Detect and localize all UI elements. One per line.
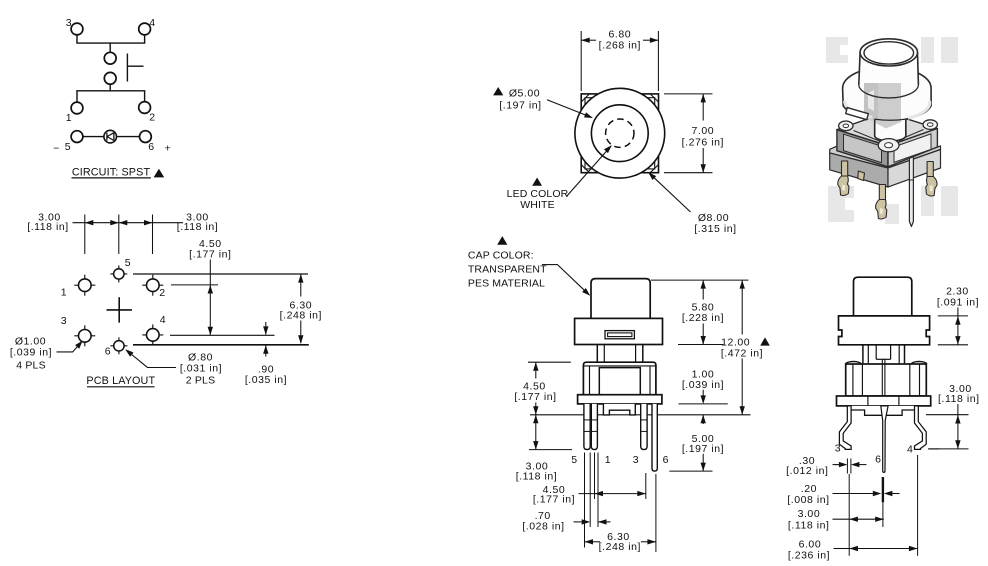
svg-text:3.00: 3.00 [186,211,209,223]
svg-text:2 PLS: 2 PLS [186,374,216,386]
svg-text:[.177 in]: [.177 in] [514,391,556,403]
svg-text:6.30: 6.30 [607,531,630,543]
svg-text:3: 3 [633,454,639,466]
svg-text:[.008 in]: [.008 in] [787,494,829,506]
svg-text:3: 3 [66,17,72,29]
svg-text:[.091 in]: [.091 in] [937,297,979,309]
svg-text:[.039 in]: [.039 in] [682,379,724,391]
svg-text:4.50: 4.50 [199,238,222,250]
svg-text:[.118 in]: [.118 in] [938,393,980,405]
svg-text:6: 6 [663,454,669,466]
svg-text:4.50: 4.50 [523,380,546,392]
svg-text:TRANSPARENT: TRANSPARENT [468,264,547,276]
svg-text:WHITE: WHITE [520,199,554,211]
svg-text:Ø1.00: Ø1.00 [15,336,46,348]
svg-text:[.197 in]: [.197 in] [682,443,724,455]
svg-text:5: 5 [125,257,131,269]
svg-text:3: 3 [835,443,841,455]
svg-text:7.00: 7.00 [691,125,714,137]
svg-text:[.276 in]: [.276 in] [682,136,724,148]
svg-text:[.248 in]: [.248 in] [280,310,322,322]
svg-text:1: 1 [66,112,72,124]
svg-text:6.00: 6.00 [799,538,822,550]
svg-text:1.00: 1.00 [692,368,715,380]
svg-text:[.012 in]: [.012 in] [786,465,828,477]
svg-text:5.80: 5.80 [692,301,715,313]
svg-text:[.039 in]: [.039 in] [10,347,52,359]
svg-text:[.248 in]: [.248 in] [599,541,641,553]
svg-text:6: 6 [875,454,881,466]
svg-text:[.035 in]: [.035 in] [245,374,287,386]
svg-text:−: − [53,143,60,155]
svg-text:[.028 in]: [.028 in] [522,521,564,533]
svg-text:4: 4 [907,443,913,455]
svg-text:4 PLS: 4 PLS [16,360,46,372]
svg-text:4.50: 4.50 [543,484,566,496]
svg-text:[.177 in]: [.177 in] [533,494,575,506]
svg-text:2: 2 [149,112,155,124]
svg-text:6.30: 6.30 [289,300,312,312]
svg-text:2.30: 2.30 [946,286,969,298]
svg-text:[.197 in]: [.197 in] [499,100,541,112]
svg-text:[.118 in]: [.118 in] [788,519,830,531]
svg-text:3.00: 3.00 [949,383,972,395]
svg-text:[.031 in]: [.031 in] [180,363,222,375]
svg-text:.30: .30 [799,455,815,467]
svg-text:6: 6 [148,141,154,153]
svg-text:.70: .70 [535,510,551,522]
svg-text:3.00: 3.00 [38,211,61,223]
svg-text:5: 5 [571,454,577,466]
svg-text:3.00: 3.00 [798,508,821,520]
svg-text:2: 2 [159,287,165,299]
svg-text:3: 3 [61,315,67,327]
svg-text:[.118 in]: [.118 in] [516,470,558,482]
svg-text:.20: .20 [801,483,817,495]
svg-text:[.118 in]: [.118 in] [27,221,69,233]
svg-text:6: 6 [105,346,111,358]
svg-text:4: 4 [149,17,155,29]
svg-text:[.177 in]: [.177 in] [189,249,231,261]
svg-text:LED COLOR: LED COLOR [507,188,569,200]
svg-text:3.00: 3.00 [526,460,549,472]
svg-text:[.472 in]: [.472 in] [721,347,763,359]
svg-text:12.00: 12.00 [721,337,750,349]
svg-text:+: + [165,143,172,155]
svg-text:[.228 in]: [.228 in] [682,312,724,324]
svg-text:6.80: 6.80 [608,29,631,41]
svg-text:[.236 in]: [.236 in] [788,550,830,562]
svg-text:CIRCUIT: SPST: CIRCUIT: SPST [72,166,151,178]
svg-text:[.315 in]: [.315 in] [694,223,736,235]
svg-text:Ø8.00: Ø8.00 [698,212,729,224]
svg-text:Ø.80: Ø.80 [188,351,213,363]
svg-text:CAP COLOR:: CAP COLOR: [468,250,534,262]
svg-text:5: 5 [65,141,71,153]
svg-text:5.00: 5.00 [692,433,715,445]
svg-text:PCB LAYOUT: PCB LAYOUT [86,375,155,387]
svg-text:PES MATERIAL: PES MATERIAL [468,277,545,289]
svg-text:.90: .90 [258,364,274,376]
svg-text:4: 4 [160,314,166,326]
svg-text:[.118 in]: [.118 in] [177,221,219,233]
svg-text:Ø5.00: Ø5.00 [509,88,540,100]
svg-text:[.268 in]: [.268 in] [599,39,641,51]
svg-text:1: 1 [61,286,67,298]
svg-text:1: 1 [605,454,611,466]
